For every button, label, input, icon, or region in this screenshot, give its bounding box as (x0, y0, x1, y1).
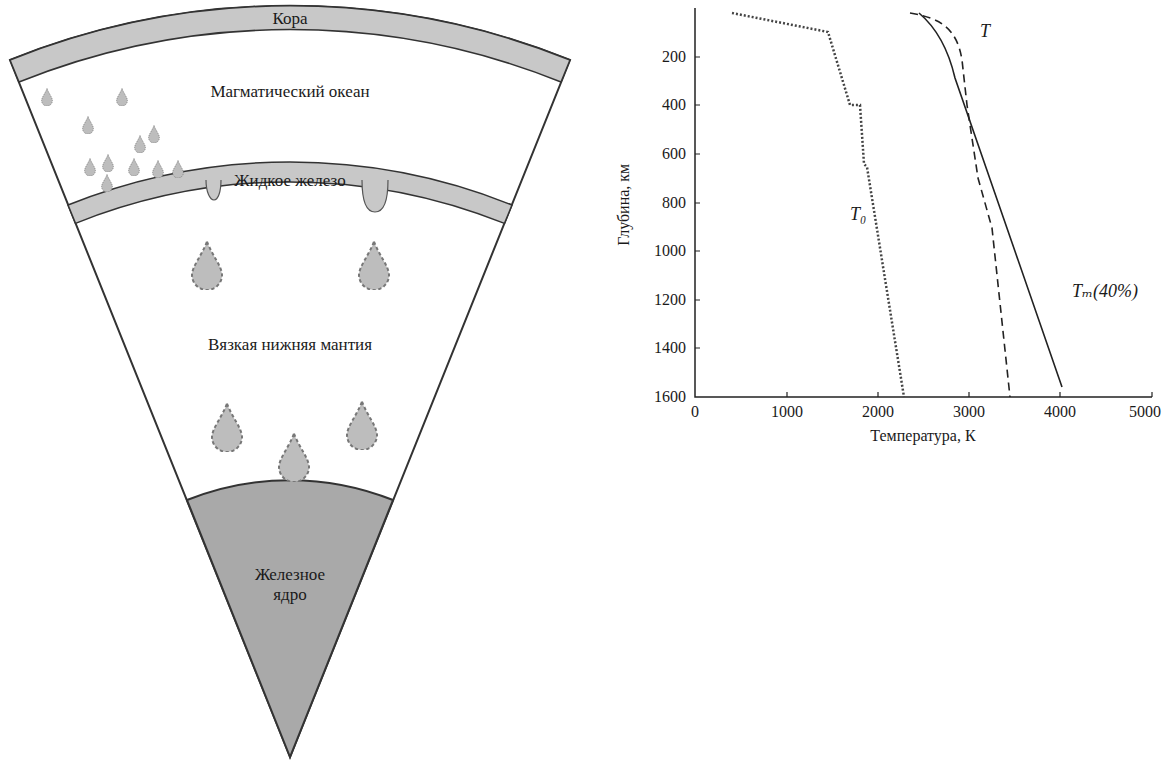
axis-tick: 1600 (654, 388, 686, 406)
axis-tick: 1400 (654, 339, 686, 357)
curve-label: T (980, 22, 990, 42)
axis-tick: 3000 (953, 403, 985, 421)
drawing-stroke (212, 404, 242, 452)
iron-core-region: Железное ядро (240, 565, 340, 604)
lower-mantle-region: Вязкая нижняя мантия (160, 335, 420, 355)
curve-label: T₀ (850, 205, 866, 225)
region-label: Кора (272, 9, 307, 29)
drawing-stroke (102, 175, 113, 192)
drawing-stroke (695, 57, 700, 348)
drawing-stroke (103, 155, 114, 172)
axis-tick: 200 (662, 48, 686, 66)
region-label: Жидкое железо (234, 171, 345, 191)
drawing-stroke (85, 159, 96, 176)
axis-tick: 2000 (862, 403, 894, 421)
earth-wedge (10, 6, 570, 757)
liquid-iron-band: Жидкое железо (160, 171, 420, 191)
axis-title: Температура, К (870, 427, 975, 445)
drawing-stroke (129, 159, 140, 176)
drawing-stroke (279, 434, 309, 482)
axis-tick: 1200 (654, 291, 686, 309)
curve-label: Tₘ(40%) (1072, 282, 1138, 302)
drawing-stroke (135, 136, 146, 153)
axis-title: Глубина, км (615, 164, 633, 246)
region-label: Железное ядро (240, 565, 340, 604)
drawing-stroke (42, 89, 53, 106)
drawing-stroke (149, 126, 160, 143)
axis-tick: 600 (662, 145, 686, 163)
t-curve (910, 13, 1010, 397)
axis-tick: 400 (662, 96, 686, 114)
region-label: Магматический океан (210, 82, 369, 102)
drawing-stroke (695, 8, 1152, 397)
region-label: Вязкая нижняя мантия (208, 335, 372, 355)
drawing-stroke (173, 161, 184, 178)
drawing-stroke (787, 392, 1152, 397)
drawing-stroke (153, 161, 164, 178)
chart (695, 8, 1152, 397)
drawing-stroke (347, 402, 377, 450)
tm-curve (919, 13, 1062, 387)
axis-tick: 1000 (654, 242, 686, 260)
drawing-stroke (10, 6, 570, 82)
magma-ocean-region: Магматический океан (160, 82, 420, 102)
drawing-stroke (187, 480, 393, 757)
drawing-stroke (83, 117, 94, 134)
crust-band: Кора (190, 9, 390, 29)
axis-tick: 1000 (771, 403, 803, 421)
axis-tick: 5000 (1129, 403, 1161, 421)
axis-tick: 800 (662, 194, 686, 212)
axis-tick: 4000 (1044, 403, 1076, 421)
t0-curve (732, 13, 904, 397)
drawing-stroke (206, 180, 221, 200)
drawing-stroke (192, 242, 222, 290)
drawing-stroke (10, 6, 570, 757)
drawing-stroke (362, 180, 388, 212)
drawing-stroke (359, 242, 389, 290)
drawing-stroke (117, 89, 128, 106)
axis-tick: 0 (691, 403, 699, 421)
